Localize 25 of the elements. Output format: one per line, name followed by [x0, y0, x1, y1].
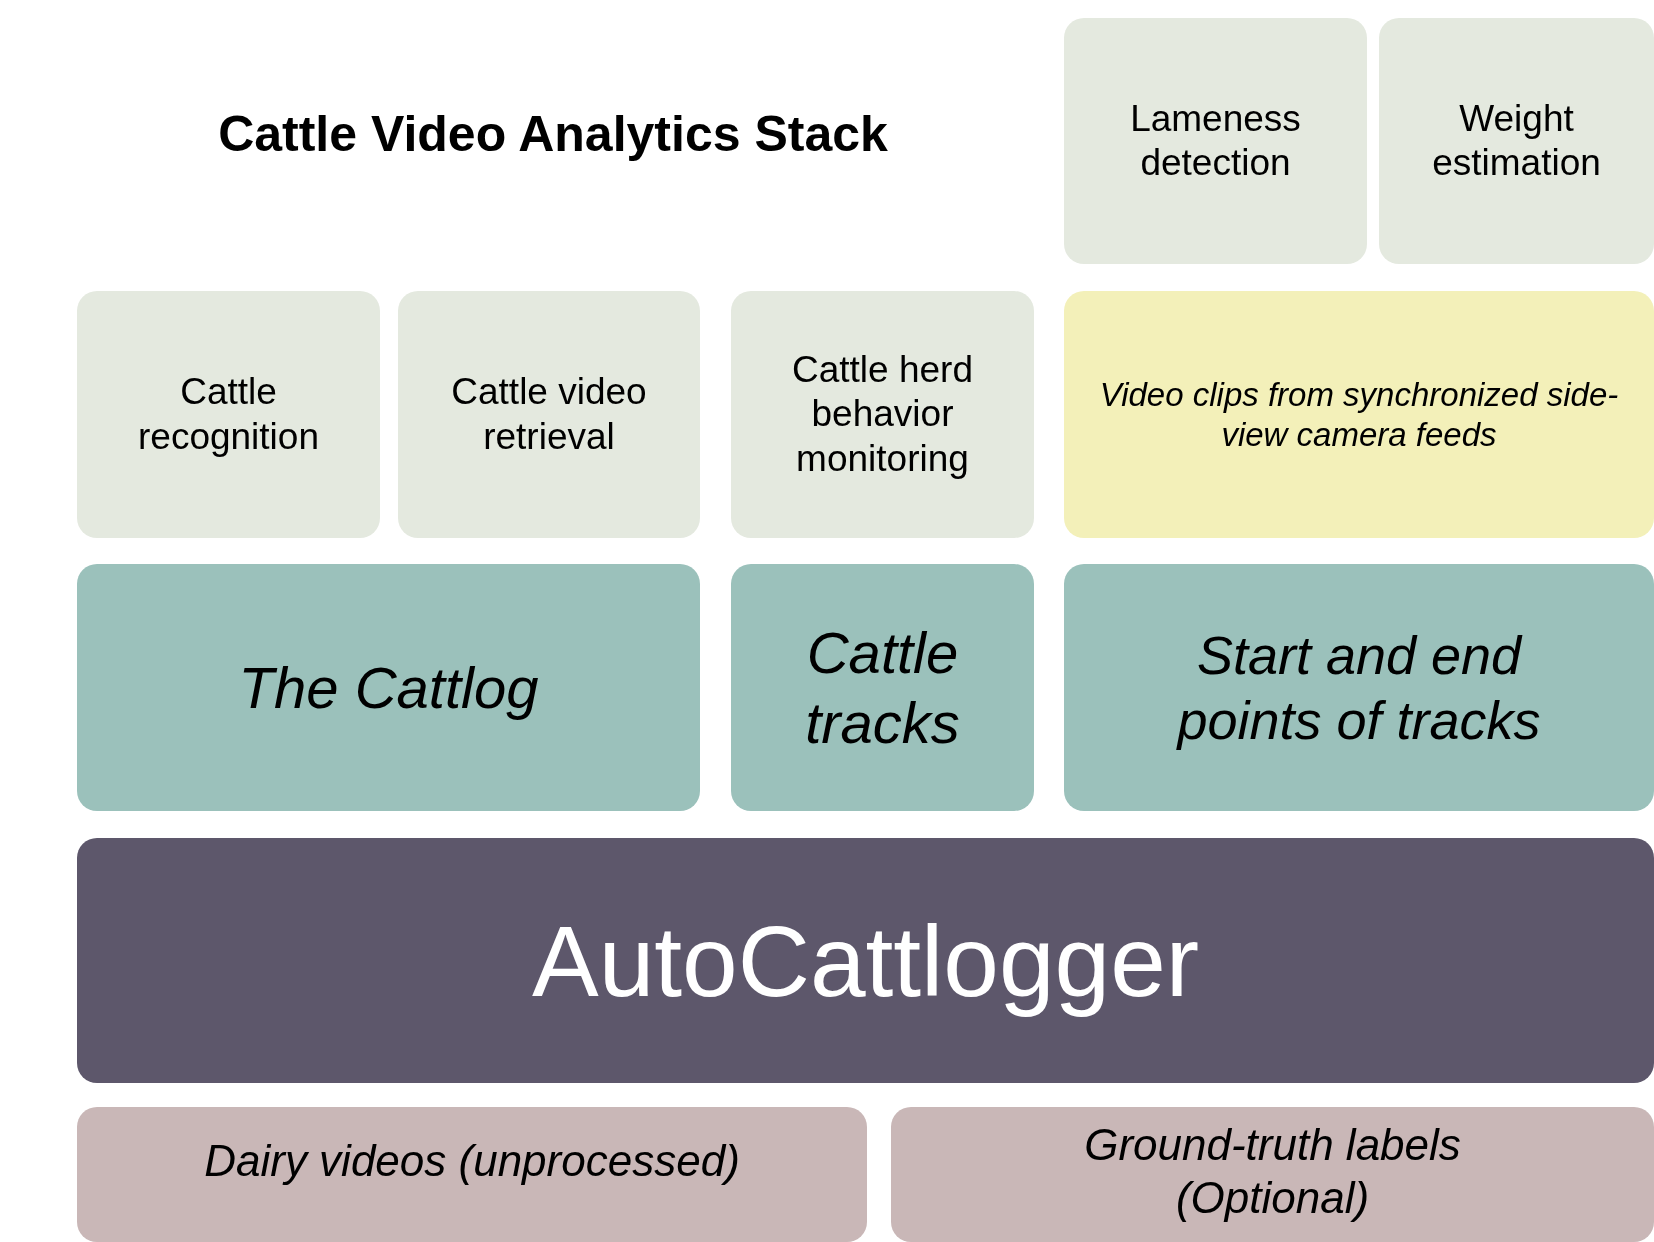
input-box: [77, 1107, 867, 1242]
box-label: AutoCattlogger: [531, 903, 1200, 1019]
task-box: [77, 291, 380, 538]
task-box: [731, 291, 1034, 538]
data-box: [1064, 291, 1654, 538]
box-label: Video clips from synchronized side-view camera feeds: [1098, 374, 1620, 455]
task-box: [1379, 18, 1654, 264]
box-label: Cattle video retrieval: [450, 370, 648, 459]
output-box: [77, 564, 700, 811]
task-box: [398, 291, 700, 538]
box-label: Start and end points of tracks: [1175, 623, 1542, 752]
output-box: [1064, 564, 1654, 811]
box-label: Lameness detection: [1129, 96, 1302, 185]
input-box: [891, 1107, 1654, 1242]
box-label: Ground-truth labels (Optional): [1083, 1119, 1462, 1224]
box-label: Weight estimation: [1431, 96, 1602, 185]
box-label: Cattle tracks: [804, 618, 961, 757]
diagram-title: Cattle Video Analytics Stack: [217, 105, 889, 163]
box-label: Cattle herd behavior monitoring: [791, 347, 974, 481]
output-box: [731, 564, 1034, 811]
box-label: The Cattlog: [238, 653, 539, 722]
system-box: [77, 838, 1654, 1083]
box-label: Dairy videos (unprocessed): [204, 1135, 740, 1187]
task-box: [1064, 18, 1367, 264]
box-label: Cattle recognition: [137, 370, 320, 459]
